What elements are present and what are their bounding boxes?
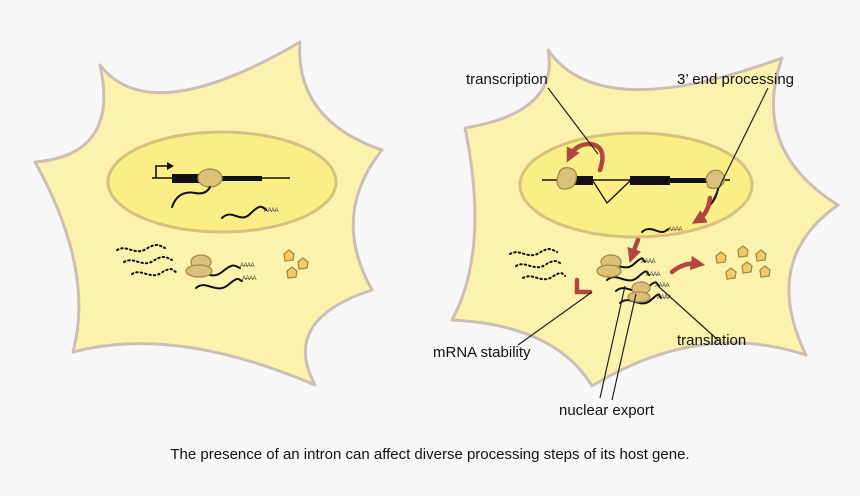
- poly-a-tail: AAAA: [240, 263, 255, 269]
- poly-a-tail: AAAA: [657, 295, 672, 301]
- label-3-end-processing: 3’ end processing: [677, 71, 794, 88]
- label-translation: translation: [677, 332, 746, 349]
- intron: [592, 180, 631, 205]
- cytoplasmic-mrna: AAAA AAAA: [185, 254, 257, 290]
- protein-icon: [283, 249, 295, 262]
- process-arrow-icon: [691, 195, 713, 224]
- label-transcription: transcription: [466, 71, 548, 88]
- proteins: [283, 249, 309, 279]
- left-cell: AAAA AAAA AAAA: [33, 40, 384, 387]
- degraded-mrna: [509, 248, 566, 281]
- right-cell: AAAA AAAA AAAA AAAA AAAA: [433, 48, 840, 419]
- protein-icon: [725, 267, 737, 280]
- poly-a-tail: AAAA: [646, 272, 661, 278]
- nuclear-mrna: [641, 228, 669, 233]
- left-nucleus: [106, 130, 338, 234]
- protein-icon: [759, 265, 771, 278]
- protein-icon: [297, 257, 309, 270]
- protein-icon: [741, 261, 753, 274]
- cytoplasmic-mrna: AAAA AAAA AAAA AAAA: [596, 254, 672, 305]
- process-arrow-icon: [574, 277, 593, 295]
- label-mrna-stability: mRNA stability: [433, 344, 531, 361]
- proteins: [715, 245, 771, 280]
- protein-icon: [755, 249, 767, 262]
- figure-caption: The presence of an intron can affect div…: [170, 446, 689, 463]
- rna-polymerase-icon: [705, 169, 726, 190]
- protein-icon: [286, 266, 298, 279]
- protein-icon: [715, 251, 727, 264]
- poly-a-tail: AAAA: [264, 208, 279, 214]
- protein-icon: [737, 245, 749, 258]
- rna-polymerase-icon: [197, 168, 223, 188]
- leader-lines: [517, 87, 769, 401]
- promoter-arrow-icon: [155, 165, 168, 178]
- poly-a-tail: AAAA: [668, 227, 683, 233]
- label-nuclear-export: nuclear export: [559, 402, 655, 419]
- poly-a-tail: AAAA: [655, 283, 670, 289]
- rna-polymerase-icon: [556, 167, 578, 190]
- process-arrow-icon: [669, 255, 706, 275]
- poly-a-tail: AAAA: [641, 259, 656, 265]
- degraded-mrna: [116, 244, 177, 277]
- poly-a-tail: AAAA: [242, 276, 257, 282]
- nuclear-mrna: [221, 205, 267, 219]
- process-arrow-icon: [627, 237, 642, 263]
- nascent-mrna: [171, 186, 211, 208]
- left-gene: [152, 162, 290, 208]
